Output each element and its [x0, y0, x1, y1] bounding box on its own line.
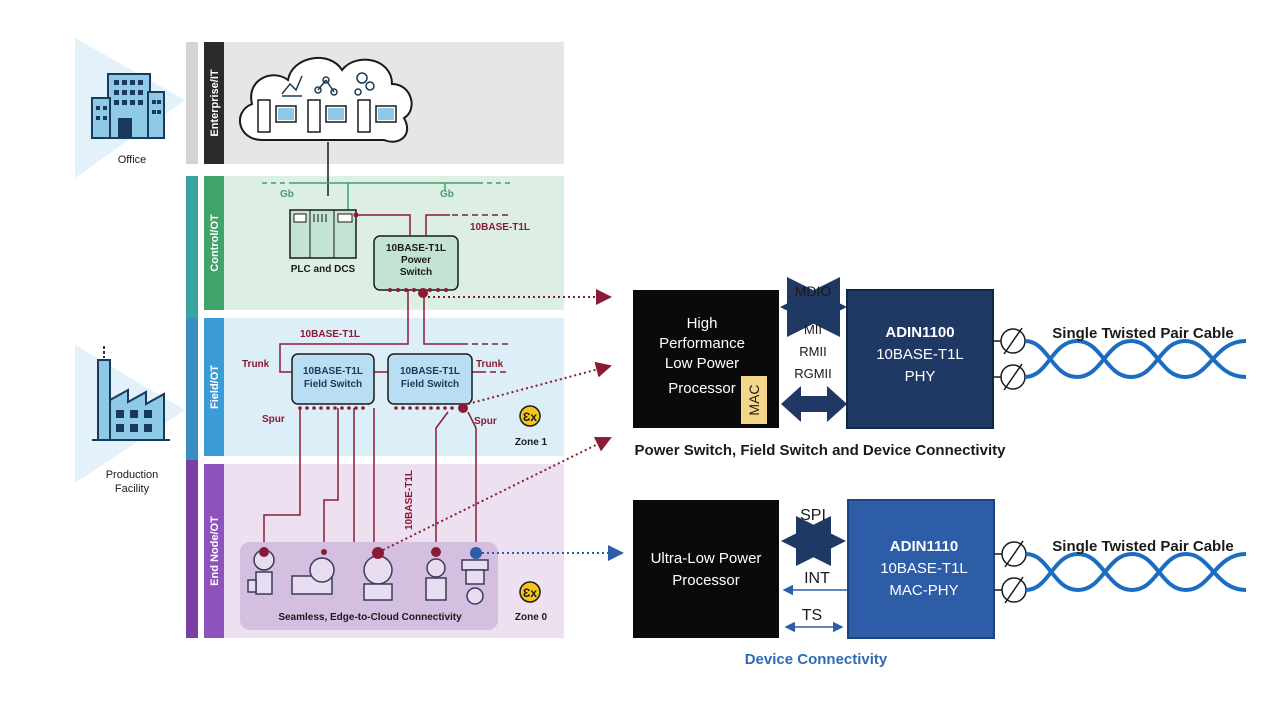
mac-block: [741, 376, 767, 424]
adin1100-box: [846, 289, 994, 429]
field-switch-ports: [298, 406, 454, 410]
lower-processor-line2: Processor: [672, 572, 740, 589]
device-connection-dot: [372, 547, 384, 559]
endnode-label-bar: [204, 464, 224, 638]
pointer-arrows: [382, 289, 624, 561]
enterprise-label-bar: [204, 42, 224, 164]
field-switch-a-line2: Field Switch: [304, 379, 362, 390]
adin1110-line2: 10BASE-T1L: [880, 560, 968, 577]
control-label: Control/OT: [209, 214, 221, 272]
trunk-left-label: Trunk: [242, 359, 270, 370]
device-panel-caption: Seamless, Edge-to-Cloud Connectivity: [278, 612, 462, 623]
spur-left-label: Spur: [262, 414, 285, 425]
spi-label: SPI: [800, 507, 826, 524]
field-devices-icons: [247, 549, 489, 605]
field-t1l-label: 10BASE-T1L: [300, 329, 360, 340]
production-label-line1: Production: [106, 469, 159, 481]
gb-right-label: Gb: [440, 189, 454, 200]
field-label-bar: [204, 318, 224, 456]
rgmii-label: RGMII: [794, 366, 832, 381]
enterprise-side-bar: [186, 42, 198, 164]
upper-processor-line2: Performance: [659, 335, 745, 352]
field-switch-b: [387, 353, 473, 405]
factory-icon: [92, 346, 170, 441]
field-zone: [204, 318, 564, 456]
field-switch-connection-dot: [458, 403, 468, 413]
adin1100-line3: PHY: [905, 368, 936, 385]
production-label-line2: Facility: [115, 483, 150, 495]
endnode-label: End Node/OT: [209, 516, 221, 586]
lower-caption: Device Connectivity: [745, 651, 888, 668]
control-t1l-links: [356, 214, 510, 236]
endnode-t1l-label: 10BASE-T1L: [404, 470, 415, 530]
enterprise-label: Enterprise/IT: [209, 69, 221, 137]
gb-left-label: Gb: [280, 189, 294, 200]
control-label-bar: [204, 176, 224, 310]
mac-label: MAC: [746, 384, 762, 415]
device-connection-dot-blue: [470, 547, 482, 559]
rmii-label: RMII: [799, 344, 826, 359]
power-switch-connection-dot: [418, 288, 428, 298]
power-switch-line3: Switch: [400, 267, 432, 278]
svg-text:Ɛx: Ɛx: [523, 586, 538, 600]
field-switch-a: [291, 353, 375, 405]
adin1110-box: [847, 499, 995, 639]
field-switch-b-line1: 10BASE-T1L: [400, 366, 460, 377]
ts-label: TS: [802, 607, 822, 624]
zone1-label: Zone 1: [515, 437, 548, 448]
upper-cable-label: Single Twisted Pair Cable: [1052, 325, 1233, 342]
lower-processor-box: [633, 500, 779, 638]
plc-icon: [289, 209, 357, 259]
control-t1l-label: 10BASE-T1L: [470, 222, 530, 233]
lower-cable-label: Single Twisted Pair Cable: [1052, 538, 1233, 555]
plc-label: PLC and DCS: [291, 264, 356, 275]
adin1110-line3: MAC-PHY: [889, 582, 958, 599]
trunk-right-label: Trunk: [476, 359, 504, 370]
adin1110-name: ADIN1110: [890, 538, 958, 555]
spur-links: [263, 408, 477, 548]
mdio-label: MDIO: [795, 283, 832, 299]
trunk-links: [279, 290, 510, 373]
upper-processor-line3: Low Power: [665, 355, 739, 372]
field-switch-b-line2: Field Switch: [401, 379, 459, 390]
upper-processor-line1: High: [687, 315, 718, 332]
int-label: INT: [804, 570, 830, 587]
office-area: Office: [75, 38, 185, 178]
power-switch-line2: Power: [401, 255, 431, 266]
lower-processor-line1: Ultra-Low Power: [651, 550, 762, 567]
office-label: Office: [118, 154, 147, 166]
power-switch-line1: 10BASE-T1L: [386, 243, 446, 254]
ex-zone0-icon: Ɛx: [519, 581, 541, 603]
power-switch-ports: [388, 288, 448, 292]
upper-processor-line4: Processor: [668, 380, 736, 397]
field-switch-a-line1: 10BASE-T1L: [303, 366, 363, 377]
svg-text:Ɛx: Ɛx: [523, 410, 538, 424]
mii-label: MII: [804, 322, 822, 337]
lower-transformer-icon: [994, 540, 1027, 604]
mii-data-arrow: [781, 386, 847, 422]
upper-caption: Power Switch, Field Switch and Device Co…: [635, 442, 1007, 459]
upper-transformer-icon: [993, 327, 1026, 391]
spur-right-label: Spur: [474, 416, 497, 427]
lower-twisted-cable: [1025, 551, 1247, 593]
office-building-icon: [91, 73, 165, 139]
adin1100-name: ADIN1100: [885, 324, 954, 341]
adin1100-line2: 10BASE-T1L: [876, 346, 964, 363]
production-area: Production Facility: [75, 345, 185, 495]
field-label: Field/OT: [209, 365, 221, 409]
upper-twisted-cable: [1024, 338, 1247, 380]
ex-zone1-icon: Ɛx: [519, 405, 541, 427]
cloud-icon: [239, 56, 413, 143]
gb-network: [262, 182, 510, 210]
zone0-label: Zone 0: [515, 612, 548, 623]
